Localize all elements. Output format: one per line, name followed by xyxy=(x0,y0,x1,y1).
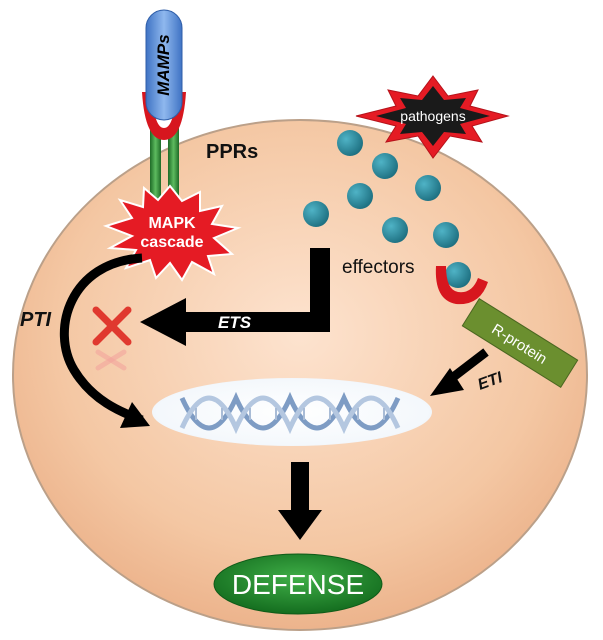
defense-oval: DEFENSE xyxy=(213,553,383,615)
dna-nucleus xyxy=(152,378,432,446)
effector-dot xyxy=(337,130,363,156)
pti-label: PTI xyxy=(20,309,52,331)
effector-dot xyxy=(433,222,459,248)
mamps-molecule: MAMPs xyxy=(145,9,183,121)
ets-label: ETS xyxy=(218,313,252,332)
pathogens-label: pathogens xyxy=(400,108,465,124)
effector-dot xyxy=(347,183,373,209)
effector-dots xyxy=(303,130,471,288)
ets-arrow: ETS xyxy=(140,248,330,346)
effectors-label: effectors xyxy=(342,257,415,278)
effector-dot xyxy=(415,175,441,201)
dna-helix-icon xyxy=(179,391,401,435)
pathogens-burst: pathogens xyxy=(355,75,510,159)
pti-arrow: PTI xyxy=(20,253,150,428)
mamps-label: MAMPs xyxy=(154,34,173,95)
effector-dot xyxy=(303,201,329,227)
mapk-label-line2: cascade xyxy=(140,234,203,251)
x-mark-icon xyxy=(92,306,132,371)
effector-dot xyxy=(382,217,408,243)
mapk-label-line1: MAPK xyxy=(148,215,196,232)
defense-label: DEFENSE xyxy=(232,569,364,600)
effector-dot xyxy=(372,153,398,179)
pprs-label: PPRs xyxy=(206,141,258,163)
r-protein-receptor xyxy=(435,266,488,305)
defense-arrow xyxy=(278,462,322,540)
effector-dot xyxy=(445,262,471,288)
